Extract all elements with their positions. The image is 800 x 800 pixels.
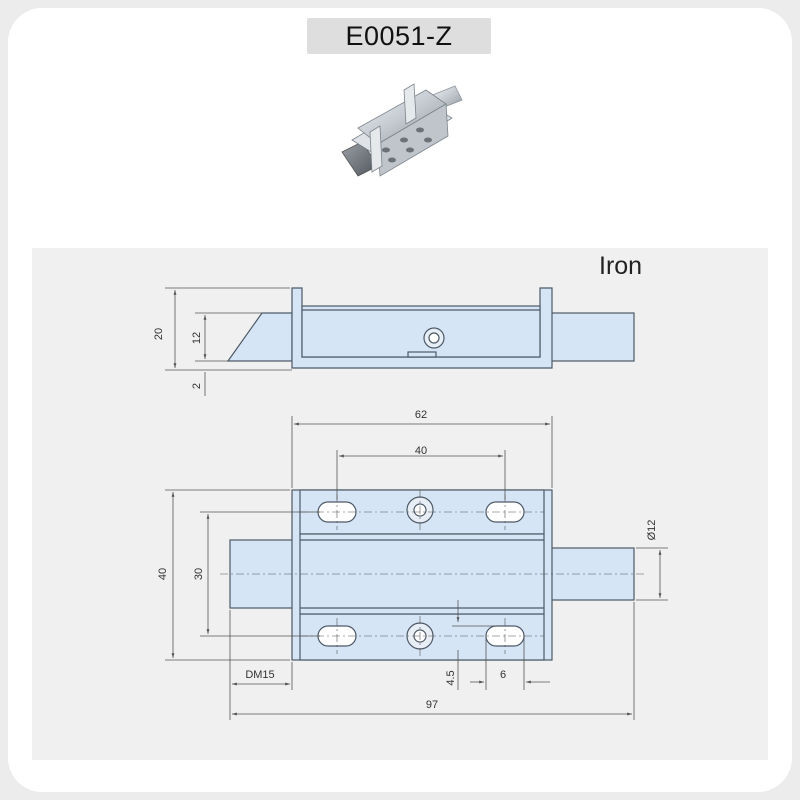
side-bolt-head [226, 312, 293, 362]
product-code-badge: E0051-Z [307, 18, 491, 54]
dim-height-total: 20 [153, 328, 165, 340]
side-bolt-tail [545, 312, 635, 362]
side-view [226, 287, 635, 369]
top-view [229, 489, 635, 661]
dim-bolt-protrusion: DM15 [245, 669, 274, 681]
material-label: Iron [599, 252, 643, 280]
dim-height-body: 12 [191, 332, 203, 344]
side-body [301, 305, 541, 358]
dim-length-body: 62 [415, 409, 427, 421]
side-view-dimensions [165, 287, 292, 396]
top-view-dimensions [165, 416, 668, 720]
dim-slot-offset: 4.5 [445, 670, 457, 685]
dim-slot-length: 6 [500, 669, 506, 681]
dim-hole-spacing: 40 [415, 445, 427, 457]
latch-photo-illustration [341, 83, 463, 177]
dim-plate-thickness: 2 [191, 383, 203, 389]
dim-width-holes: 30 [193, 568, 205, 580]
dim-bolt-diameter: Ø12 [646, 520, 658, 541]
dim-length-total: 97 [426, 699, 438, 711]
top-view-centerlines [220, 490, 644, 656]
dim-width-total: 40 [157, 568, 169, 580]
